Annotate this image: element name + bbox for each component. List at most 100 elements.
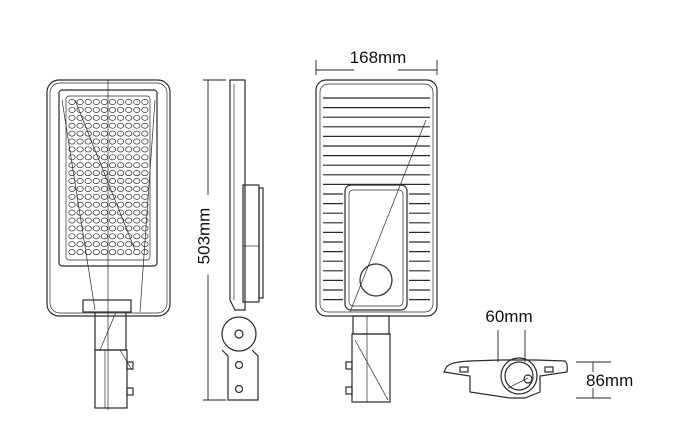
back-view: 168mm bbox=[315, 48, 438, 403]
led bbox=[76, 233, 84, 240]
led bbox=[133, 241, 141, 248]
led bbox=[133, 138, 141, 145]
led bbox=[133, 193, 141, 200]
led bbox=[133, 114, 141, 121]
led bbox=[125, 217, 133, 224]
led bbox=[68, 185, 76, 192]
led bbox=[84, 241, 92, 248]
led bbox=[108, 185, 117, 192]
led bbox=[133, 249, 141, 256]
led bbox=[84, 209, 92, 216]
led bbox=[76, 249, 84, 256]
led bbox=[117, 209, 125, 216]
led bbox=[100, 225, 108, 232]
led bbox=[84, 249, 92, 256]
width-dimension-label: 168mm bbox=[350, 48, 407, 67]
led bbox=[117, 241, 125, 248]
led bbox=[117, 130, 125, 137]
led bbox=[68, 99, 76, 105]
led bbox=[68, 241, 76, 248]
led bbox=[141, 209, 149, 216]
led bbox=[108, 146, 117, 153]
led bbox=[141, 225, 149, 232]
led bbox=[117, 185, 125, 192]
led bbox=[92, 106, 100, 113]
depth-dimension-label: 86mm bbox=[586, 371, 633, 390]
led bbox=[100, 233, 108, 240]
led bbox=[117, 162, 125, 169]
led bbox=[125, 170, 133, 177]
led bbox=[117, 170, 125, 177]
side-view: 503mm bbox=[194, 79, 264, 401]
led bbox=[84, 114, 92, 121]
led bbox=[133, 154, 141, 161]
led bbox=[108, 249, 117, 256]
led bbox=[68, 154, 76, 161]
front-view bbox=[46, 79, 171, 410]
led bbox=[117, 154, 125, 161]
led bbox=[68, 122, 76, 129]
led bbox=[68, 249, 76, 256]
led bbox=[108, 114, 117, 121]
led bbox=[92, 154, 100, 161]
led bbox=[141, 130, 149, 137]
led bbox=[76, 241, 84, 248]
led bbox=[68, 138, 76, 145]
led bbox=[141, 154, 149, 161]
led bbox=[92, 162, 100, 169]
led bbox=[125, 241, 133, 248]
led bbox=[100, 138, 108, 145]
led bbox=[125, 146, 133, 153]
led bbox=[133, 122, 141, 129]
led bbox=[76, 130, 84, 137]
led bbox=[84, 217, 92, 224]
led bbox=[84, 146, 92, 153]
led bbox=[92, 185, 100, 192]
led bbox=[141, 201, 149, 208]
led bbox=[100, 122, 108, 129]
led bbox=[84, 185, 92, 192]
led bbox=[141, 170, 149, 177]
led bbox=[92, 241, 100, 248]
led bbox=[108, 99, 117, 105]
led bbox=[133, 178, 141, 184]
led bbox=[125, 201, 133, 208]
led bbox=[92, 122, 100, 129]
led bbox=[68, 233, 76, 240]
led bbox=[76, 178, 84, 184]
led bbox=[108, 201, 117, 208]
led bbox=[100, 217, 108, 224]
led bbox=[141, 178, 149, 184]
led bbox=[133, 217, 141, 224]
led bbox=[100, 201, 108, 208]
led bbox=[76, 162, 84, 169]
led bbox=[141, 162, 149, 169]
led bbox=[117, 114, 125, 121]
led bbox=[92, 209, 100, 216]
led bbox=[68, 201, 76, 208]
led bbox=[68, 130, 76, 137]
led bbox=[125, 209, 133, 216]
led bbox=[100, 114, 108, 121]
led bbox=[141, 217, 149, 224]
led bbox=[100, 170, 108, 177]
led bbox=[68, 217, 76, 224]
led bbox=[100, 193, 108, 200]
led bbox=[76, 170, 84, 177]
led bbox=[100, 185, 108, 192]
led bbox=[125, 185, 133, 192]
led bbox=[76, 138, 84, 145]
led bbox=[133, 106, 141, 113]
led bbox=[76, 217, 84, 224]
led bbox=[84, 193, 92, 200]
led bbox=[141, 193, 149, 200]
led bbox=[108, 138, 117, 145]
led bbox=[125, 154, 133, 161]
led bbox=[100, 154, 108, 161]
led bbox=[92, 99, 100, 105]
led bbox=[84, 99, 92, 105]
led bbox=[100, 130, 108, 137]
led bbox=[141, 99, 149, 105]
led bbox=[92, 249, 100, 256]
